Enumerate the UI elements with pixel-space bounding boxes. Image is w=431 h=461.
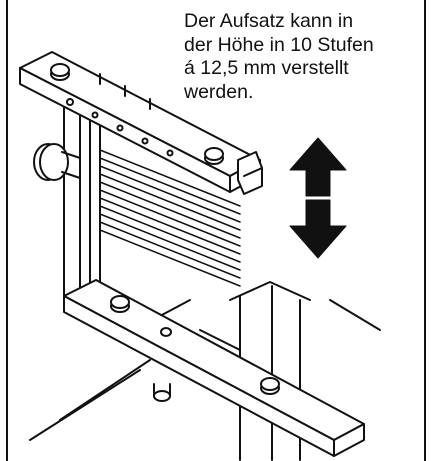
height-step-lines [99,149,241,287]
end-clamp [237,151,263,195]
vertical-posts [63,99,101,311]
arrow-up-icon [289,137,347,197]
frame-border-left [6,0,8,461]
lower-base-rail [63,279,365,457]
caption-line: der Höhe in 10 Stufen [184,33,374,56]
frame-border-right [424,0,426,461]
adjustment-knob [33,143,81,181]
caption-line: werden. [184,80,254,103]
caption-text: Der Aufsatz kann in der Höhe in 10 Stufe… [184,10,420,104]
caption-line: Der Aufsatz kann in [184,10,354,32]
arrow-down-icon [289,199,347,259]
caption-line: á 12,5 mm verstellt [184,57,349,79]
